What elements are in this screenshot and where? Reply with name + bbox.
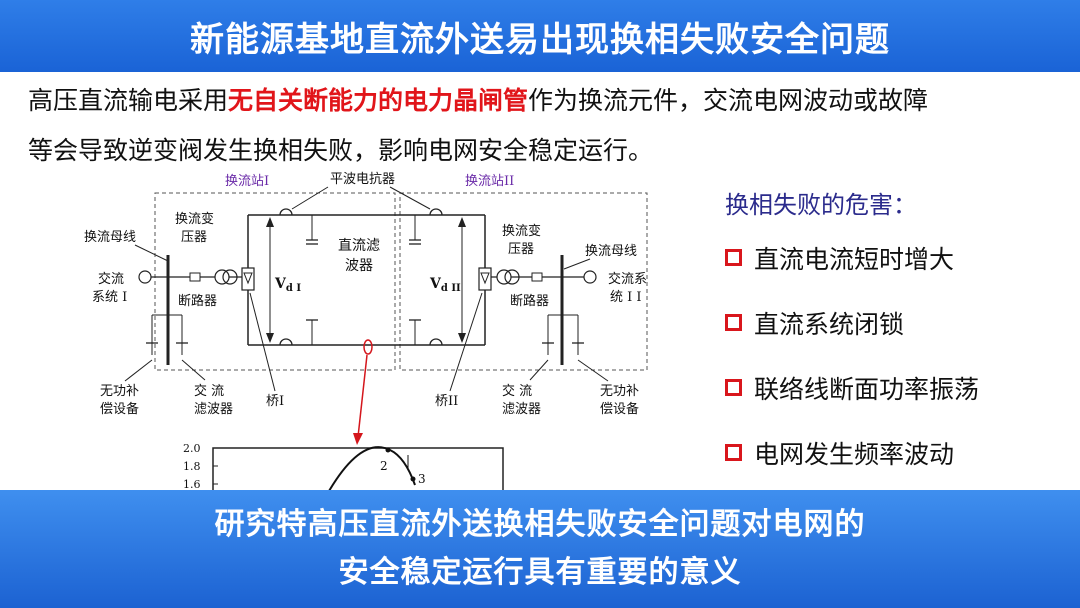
station1-label: 换流站I <box>225 174 269 189</box>
page-title: 新能源基地直流外送易出现换相失败安全问题 <box>190 19 890 60</box>
hazard-item: 直流电流短时增大 <box>725 225 1065 290</box>
bus-left-pointer <box>134 244 169 262</box>
breaker-left-icon <box>189 272 201 282</box>
conclusion-bar: 研究特高压直流外送换相失败安全问题对电网的 安全稳定运行具有重要的意义 <box>0 490 1080 608</box>
transformer-left-label-2: 压器 <box>181 230 207 245</box>
chart-ytick-3: 1.6 <box>183 478 201 490</box>
chart-ytick-1: 2.0 <box>183 442 201 455</box>
bridge1-pointer <box>249 292 276 392</box>
chart-ytick-2: 1.8 <box>183 460 201 473</box>
reactor-pointer <box>291 186 329 210</box>
bridge1-label: 桥I <box>266 394 284 409</box>
station1-frame <box>154 192 396 371</box>
ac-filter-right-label-1: 交 流 <box>502 383 532 399</box>
reactor-icon-2 <box>429 208 443 216</box>
intro-line-1: 高压直流输电采用无自关断能力的电力晶闸管作为换流元件，交流电网波动或故障 <box>28 76 1058 126</box>
bridge1-thyristor-icon <box>243 272 253 285</box>
breaker-right-label: 断路器 <box>510 293 549 309</box>
transformer-left-label-1: 换流变 <box>175 211 214 227</box>
ac-source-right-icon <box>583 270 597 284</box>
vd2-arrow-head-bottom <box>458 333 466 343</box>
fault-arrow-head <box>353 433 363 445</box>
bridge2-thyristor-icon <box>480 272 490 285</box>
ac-system-left-label-1: 交流 <box>98 271 124 287</box>
ac-filter-left-label-1: 交 流 <box>194 383 224 399</box>
ac-filter-left-label-2: 滤波器 <box>194 402 233 417</box>
conclusion-line-1: 研究特高压直流外送换相失败安全问题对电网的 <box>214 507 866 542</box>
vd1-arrow-head-top <box>266 217 274 227</box>
reactor-pointer-2 <box>389 186 431 210</box>
square-bullet-icon <box>725 314 742 331</box>
hazard-label: 联络线断面功率振荡 <box>754 374 980 404</box>
intro-text: 高压直流输电采用无自关断能力的电力晶闸管作为换流元件，交流电网波动或故障 等会导… <box>28 76 1058 176</box>
reactor-icon-4 <box>429 338 443 346</box>
ac-system-left-label-2: 系统 I <box>92 290 127 305</box>
hazard-item: 电网发生频率波动 <box>725 420 1065 485</box>
hvdc-circuit-diagram: 换流站I 换流站II 平波电抗器 直流滤 波器 Vd I Vd II <box>84 172 648 490</box>
transformer-left-icon-b <box>222 269 238 285</box>
breaker-left-label: 断路器 <box>178 293 217 309</box>
bridge2-label: 桥II <box>435 394 458 409</box>
mini-chart-frame <box>212 447 504 490</box>
transformer-right-icon-a <box>496 269 512 285</box>
reactor-icon-3 <box>279 338 293 346</box>
bridge2-icon <box>478 267 492 291</box>
square-bullet-icon <box>725 444 742 461</box>
hazard-item: 直流系统闭锁 <box>725 290 1065 355</box>
square-bullet-icon <box>725 249 742 266</box>
fault-arrow <box>357 354 368 438</box>
bridge1-icon <box>241 267 255 291</box>
chart-annotation-2: 2 <box>380 459 388 473</box>
reactive-right-label-1: 无功补 <box>600 384 639 399</box>
bus-left-label: 换流母线 <box>84 230 136 245</box>
ac-filter-right-label-2: 滤波器 <box>502 402 541 417</box>
transformer-right-label-1: 换流变 <box>502 223 541 239</box>
hazards-title: 换相失败的危害： <box>725 191 917 219</box>
transformer-right-icon-b <box>504 269 520 285</box>
station2-label: 换流站II <box>465 174 514 189</box>
breaker-right-icon <box>531 272 543 282</box>
transformer-left-icon-a <box>214 269 230 285</box>
chart-point-2 <box>385 447 391 453</box>
vd1-label: Vd I <box>274 276 301 294</box>
intro-highlight: 无自关断能力的电力晶闸管 <box>228 86 529 115</box>
square-bullet-icon <box>725 379 742 396</box>
fault-marker-icon <box>363 339 373 355</box>
ac-filter-left-pointer <box>181 359 206 381</box>
hazards-panel: 换相失败的危害： 直流电流短时增大 直流系统闭锁 联络线断面功率振荡 电网发生频… <box>725 185 1065 485</box>
reactive-left-label-2: 偿设备 <box>100 401 139 417</box>
intro-line-2: 等会导致逆变阀发生换相失败，影响电网安全稳定运行。 <box>28 136 654 165</box>
title-bar: 新能源基地直流外送易出现换相失败安全问题 <box>0 0 1080 72</box>
reactive-left-pointer <box>124 359 153 382</box>
intro-part1: 高压直流输电采用 <box>28 86 229 115</box>
reactor-icon-1 <box>279 208 293 216</box>
ac-system-right-label-2: 统 I I <box>610 290 642 305</box>
bus-right-label: 换流母线 <box>585 244 637 259</box>
bus-right-pointer <box>563 258 591 270</box>
transformer-right-label-2: 压器 <box>508 242 534 257</box>
bridge2-pointer <box>449 292 483 392</box>
reactive-right-label-2: 偿设备 <box>600 401 639 417</box>
hazard-item: 联络线断面功率振荡 <box>725 355 1065 420</box>
hazard-label: 直流系统闭锁 <box>754 309 905 339</box>
chart-point-3 <box>410 476 416 482</box>
dc-filter-label-1: 直流滤 <box>338 237 380 254</box>
chart-annotation-3: 3 <box>418 472 426 486</box>
reactive-left-label-1: 无功补 <box>100 384 139 399</box>
ac-system-right-label-1: 交流系 <box>608 271 647 287</box>
intro-part2: 作为换流元件，交流电网波动或故障 <box>528 86 929 115</box>
reactive-right-pointer <box>577 359 609 382</box>
conclusion-line-2: 安全稳定运行具有重要的意义 <box>338 555 742 590</box>
smoothing-reactor-label: 平波电抗器 <box>330 172 395 187</box>
hazard-label: 电网发生频率波动 <box>754 439 955 469</box>
dc-filter-label-2: 波器 <box>345 258 373 274</box>
hazard-label: 直流电流短时增大 <box>754 244 955 274</box>
vd2-label: Vd II <box>429 276 461 294</box>
vd2-arrow-head-top <box>458 217 466 227</box>
vd1-arrow-head-bottom <box>266 333 274 343</box>
station2-frame <box>399 192 648 371</box>
ac-source-left-icon <box>138 270 152 284</box>
ac-filter-right-pointer <box>529 359 549 381</box>
